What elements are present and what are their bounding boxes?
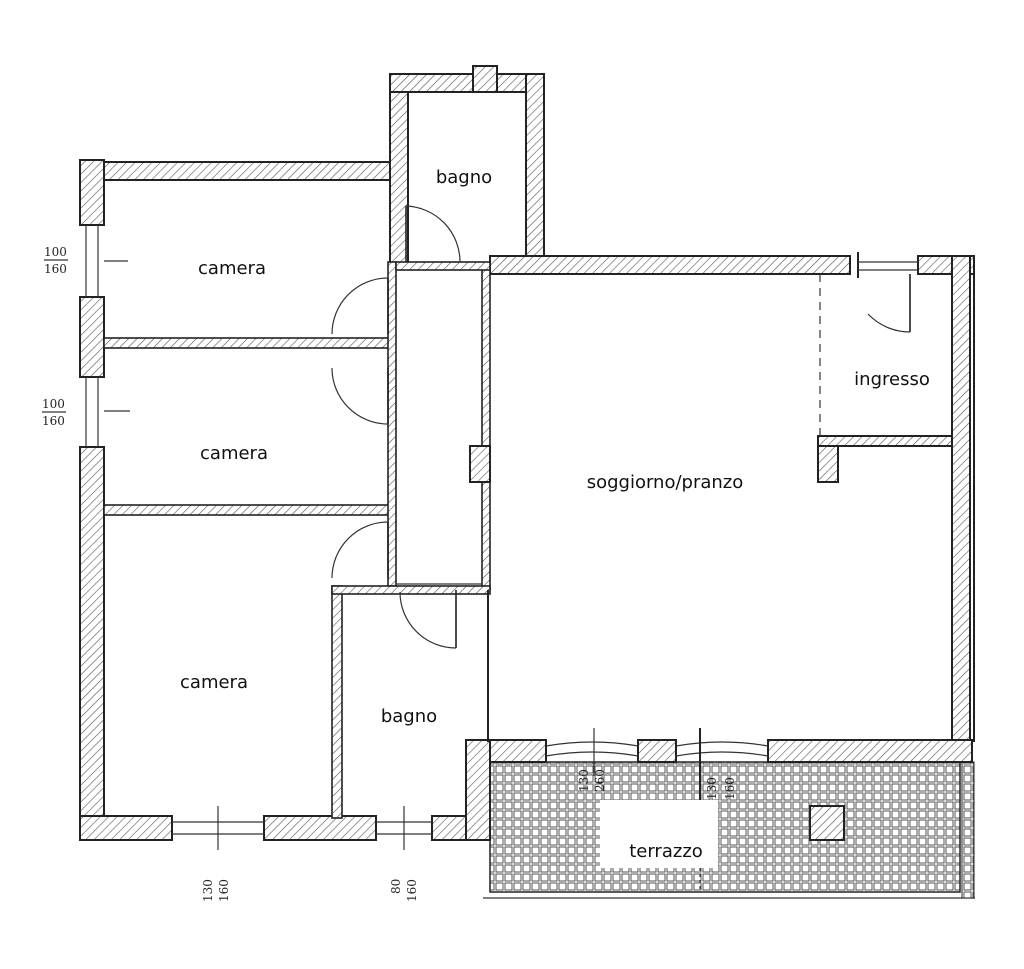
label-bagno-bottom: bagno	[381, 706, 437, 727]
svg-text:130: 130	[201, 879, 215, 902]
svg-text:130: 130	[705, 777, 719, 800]
wall-corridor-top	[395, 261, 491, 271]
wall-bagno2-right	[465, 739, 491, 841]
svg-text:260: 260	[593, 769, 607, 792]
wall-bottom-camera-right	[263, 815, 377, 841]
terrace-pillar	[809, 805, 845, 841]
svg-text:160: 160	[44, 262, 67, 276]
dim-window-soggiorno-right: 130 160	[705, 777, 737, 800]
dim-window-bagno: 80 160	[389, 879, 419, 902]
wall-bottom-camera-left	[79, 815, 173, 841]
dim-window-camera-1: 100 160	[44, 245, 68, 276]
label-camera-2: camera	[200, 443, 268, 464]
window-camera-1	[85, 225, 128, 297]
label-camera-3: camera	[180, 672, 248, 693]
wall-top-soggiorno	[489, 255, 851, 275]
wall-corridor-right	[481, 263, 491, 591]
label-camera-1: camera	[198, 258, 266, 279]
wall-left-bottom	[79, 446, 105, 841]
svg-text:160: 160	[405, 879, 419, 902]
wall-ingresso	[817, 435, 953, 447]
svg-text:100: 100	[42, 397, 65, 411]
label-terrazzo: terrazzo	[629, 841, 703, 862]
wall-camera-2-3	[103, 504, 391, 516]
label-ingresso: ingresso	[854, 369, 930, 390]
wall-bottom-soggiorno-left	[489, 739, 547, 763]
wall-bagno2-left	[331, 585, 343, 819]
wall-bagno-vent	[472, 65, 498, 93]
wall-left-top	[79, 159, 105, 226]
entrance-door	[858, 261, 918, 333]
terrace-floor	[489, 761, 961, 893]
wall-corridor-pillar	[469, 445, 491, 483]
window-soggiorno-right	[675, 728, 769, 800]
svg-text:160: 160	[723, 777, 737, 800]
door-bagno-bottom	[399, 590, 457, 649]
wall-bagno-right	[525, 73, 545, 265]
wall-corridor-left	[387, 261, 397, 587]
door-camera-3	[331, 521, 389, 579]
wall-bottom-soggiorno-right	[767, 739, 973, 763]
label-bagno-top: bagno	[436, 167, 492, 188]
svg-text:160: 160	[217, 879, 231, 902]
wall-bagno2-top	[331, 585, 491, 595]
svg-text:160: 160	[42, 414, 65, 428]
window-bagno	[376, 806, 432, 850]
dim-window-soggiorno-left: 130 260	[577, 769, 607, 792]
label-soggiorno: soggiorno/pranzo	[587, 472, 744, 493]
dim-window-camera-2: 100 160	[42, 397, 66, 428]
door-camera-2	[331, 367, 389, 425]
wall-camera-1-2	[103, 337, 391, 349]
wall-left-mid	[79, 296, 105, 378]
wall-bottom-soggiorno-mid	[637, 739, 677, 763]
wall-right	[951, 255, 971, 743]
door-bagno-top	[405, 205, 461, 263]
dim-window-camera-3: 130 160	[201, 879, 231, 902]
svg-text:130: 130	[577, 769, 591, 792]
window-camera-2	[85, 377, 130, 447]
terrace-right-strip	[961, 761, 975, 899]
wall-bagno-top-left	[389, 73, 475, 93]
door-camera-1	[331, 277, 389, 335]
wall-top-camera	[103, 161, 395, 181]
terrace-label-box	[600, 800, 718, 868]
svg-text:80: 80	[389, 879, 403, 894]
wall-ingresso-pillar	[817, 445, 839, 483]
window-camera-3	[172, 806, 264, 850]
window-soggiorno-left	[545, 728, 639, 776]
svg-text:100: 100	[44, 245, 67, 259]
